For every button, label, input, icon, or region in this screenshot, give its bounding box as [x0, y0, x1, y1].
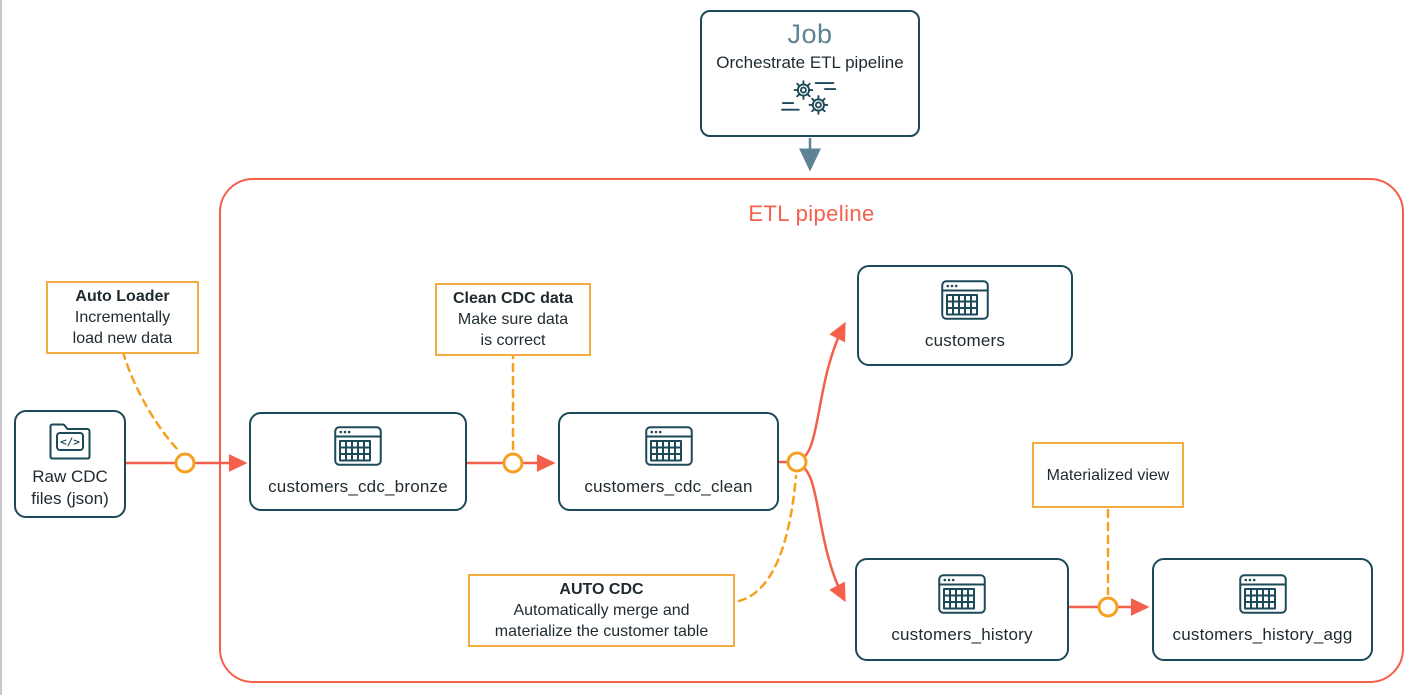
table-icon: [938, 574, 986, 614]
table-icon: [941, 280, 989, 320]
raw-cdc-label-line2: files (json): [31, 489, 109, 508]
gears-icon: [781, 76, 839, 119]
annotation-materialized-view: Materialized view: [1032, 442, 1184, 508]
etl-pipeline-title: ETL pipeline: [748, 201, 875, 226]
raw-cdc-files-node: Raw CDC files (json): [14, 410, 126, 518]
node-customers-history: customers_history: [855, 558, 1069, 661]
node-customers-cdc-clean: customers_cdc_clean: [558, 412, 779, 511]
table-icon: [645, 426, 693, 466]
raw-cdc-label: Raw CDC files (json): [31, 466, 108, 510]
node-label: customers: [924, 331, 1006, 350]
annotation-line: is correct: [480, 332, 546, 349]
annotation-title: Clean CDC data: [452, 290, 574, 307]
annotation-auto-cdc: AUTO CDC Automatically merge and materia…: [468, 574, 735, 647]
job-node: Job Orchestrate ETL pipeline: [700, 10, 920, 137]
raw-cdc-label-line1: Raw CDC: [32, 467, 108, 486]
auto-loader-connector: [121, 350, 182, 454]
job-title: Job: [787, 19, 833, 49]
node-label: customers_history: [891, 625, 1033, 644]
annotation-line: materialize the customer table: [494, 623, 709, 640]
edge-branch-to-customers: [797, 321, 846, 463]
edge-branch-to-history: [797, 462, 846, 603]
flow-dot-clean-cdc: [502, 452, 524, 474]
annotation-line: load new data: [72, 330, 173, 347]
table-icon: [334, 426, 382, 466]
flow-dot-auto-loader: [174, 452, 196, 474]
table-icon: [1239, 574, 1287, 614]
annotation-auto-loader: Auto Loader Incrementally load new data: [46, 281, 199, 354]
node-customers-history-agg: customers_history_agg: [1152, 558, 1373, 661]
node-label: customers_cdc_bronze: [268, 477, 448, 496]
etl-pipeline-container: ETL pipeline: [219, 178, 1404, 683]
auto-cdc-connector: [737, 474, 798, 603]
node-label: customers_cdc_clean: [584, 477, 753, 496]
node-customers: customers: [857, 265, 1073, 366]
flow-dot-materialized-view: [1097, 596, 1119, 618]
job-subtitle: Orchestrate ETL pipeline: [716, 53, 904, 72]
node-customers-cdc-bronze: customers_cdc_bronze: [249, 412, 467, 511]
annotation-clean-cdc-data: Clean CDC data Make sure data is correct: [435, 283, 591, 356]
annotation-title: AUTO CDC: [559, 581, 644, 598]
annotation-line: Make sure data: [457, 311, 569, 328]
flow-dot-auto-cdc: [786, 451, 808, 473]
node-label: customers_history_agg: [1172, 625, 1353, 644]
folder-code-icon: [47, 418, 93, 460]
annotation-line: Materialized view: [1046, 466, 1170, 484]
annotation-title: Auto Loader: [75, 288, 170, 305]
annotation-line: Automatically merge and: [513, 602, 690, 619]
annotation-line: Incrementally: [74, 309, 171, 326]
